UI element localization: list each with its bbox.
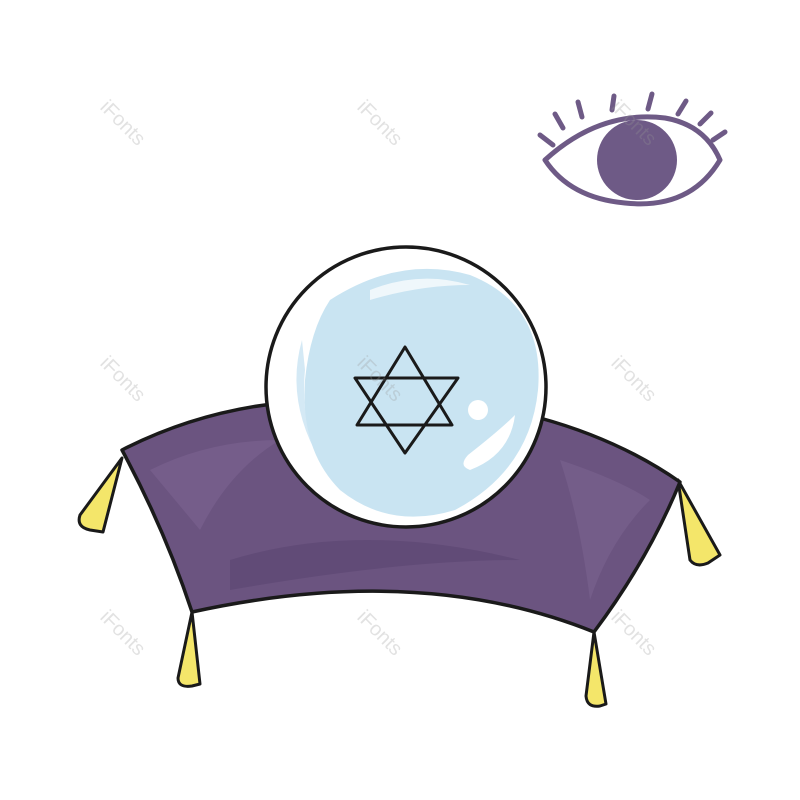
crystal-ball-icon [264, 245, 548, 529]
tassel-icon [77, 456, 722, 708]
eye-icon [537, 91, 728, 207]
star-of-david-icon [353, 345, 460, 455]
